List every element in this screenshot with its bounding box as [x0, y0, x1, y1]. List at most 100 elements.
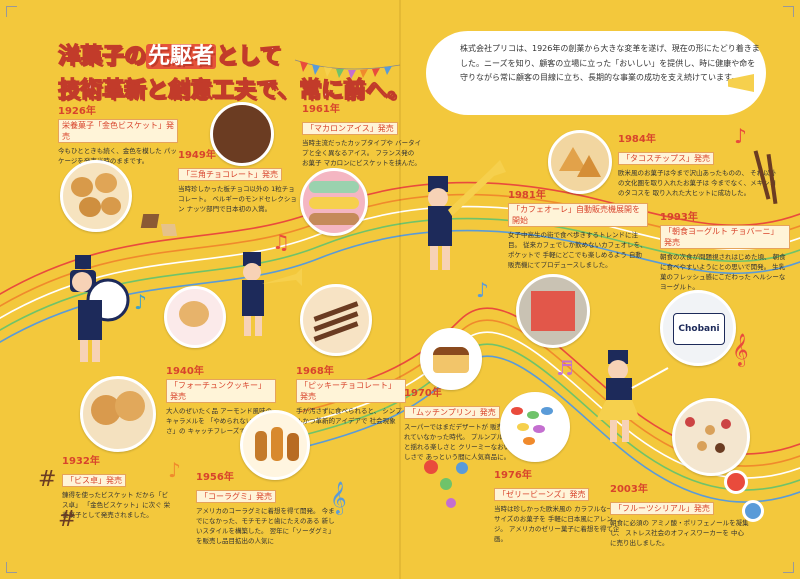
event-tag: 「ビス卓」発売	[62, 474, 126, 487]
event-desc: 女子中高生の街で食べ歩きするトレンドに注目。 従来カフェでしか飲めないカフェオレ…	[508, 231, 647, 269]
event-tag: 「朝食ヨーグルト チョバーニ」発売	[660, 225, 790, 249]
cereal-photo	[672, 398, 750, 476]
event-desc: 手が汚さずに食べられると、 シンプルかつ革新的アイデアで 社会現象に。	[296, 407, 402, 435]
staff-line	[0, 217, 800, 332]
title-part: として	[215, 43, 282, 69]
jellybean-photo	[500, 392, 570, 462]
candy-icon	[424, 460, 438, 474]
pudding-photo	[420, 328, 482, 390]
event-1956: 1956年 「コーラグミ」発売 アメリカのコーラグミに着想を得て開発。 今までに…	[196, 472, 336, 546]
cookie-photo	[164, 286, 226, 348]
event-tag: 「ゼリービーンズ」発売	[494, 488, 590, 501]
music-note-icon: ♪	[476, 278, 489, 302]
macaron-photo	[300, 168, 368, 236]
bisutaku-photo	[80, 376, 156, 452]
intro-cloud	[428, 33, 764, 113]
crop-mark	[783, 562, 794, 573]
chocolate-piece-icon	[140, 214, 160, 228]
event-desc: スーパーではまだデザートが 販売されていなかった時代。 プルンプルンと揺れる楽し…	[404, 423, 511, 461]
event-1968: 1968年 「ピッキーチョコレート」発売 手が汚さずに食べられると、 シンプルか…	[296, 366, 406, 436]
event-tag: 「三角チョコレート」発売	[178, 168, 282, 181]
event-1970: 1970年 「ムッチンプリン」発売 スーパーではまだデザートが 販売されていなか…	[404, 388, 514, 462]
event-tag: 「コーラグミ」発売	[196, 490, 276, 503]
event-tag: 「フォーチュンクッキー」発売	[166, 379, 276, 403]
event-1961: 1961年 「マカロンアイス」発売 当時主流だったカップタイプや バータイプと全…	[302, 104, 422, 168]
event-desc: 当時は珍しかった欧米風の カラフルな一口サイズのお菓子を 手軽に日本風にアレンジ…	[494, 505, 620, 543]
event-tag: 栄養菓子「金色ビスケット」発売	[58, 119, 178, 143]
bunting-flags	[294, 59, 401, 79]
event-desc: 朝食の次食が問題視されはじめた頃、 朝食に食べやすいようにとの思いで開発。 生乳…	[660, 253, 786, 291]
yogurt-label: Chobani	[673, 313, 725, 345]
event-desc: 当時珍しかった板チョコ以外の 1粒チョコレート。 ベルギーのモンドセレクション …	[178, 185, 297, 213]
candy-icon	[446, 498, 456, 508]
megaphone-icon	[728, 74, 754, 92]
event-year: 1976年	[494, 470, 532, 481]
candy-icon	[456, 462, 468, 474]
page-title: 洋菓子の先駆者として 技術革新と創意工夫で、常に前へ。	[57, 38, 410, 104]
event-year: 1961年	[302, 104, 340, 115]
biscuit-photo	[60, 160, 132, 232]
music-note-icon: ♪	[168, 458, 181, 482]
event-tag: 「フルーツシリアル」発売	[610, 502, 714, 515]
staff-line	[0, 181, 800, 296]
event-tag: 「タコスチップス」発売	[618, 152, 714, 165]
event-desc: 錬得を使ったビスケット だから「ビス卓」 「金色ビスケット」に次ぐ 栄養菓子とし…	[62, 491, 171, 519]
event-desc: 朝食に必須の アミノ酸・ポリフェノールを凝集し、 ストレス社会のオフィスワーカー…	[610, 519, 749, 547]
event-tag: 「ピッキーチョコレート」発売	[296, 379, 406, 403]
event-desc: 当時主流だったカップタイプや バータイプと全く異なるアイス。 フランス発の お菓…	[302, 139, 422, 167]
music-note-icon: ♬	[556, 356, 574, 380]
music-note-icon: ♫	[272, 230, 290, 254]
event-desc: 今もひとときも続く、金色を模した パッケージを発売当時のままです。	[58, 147, 177, 165]
title-line-2: 技術革新と創意工夫で、常に前へ。	[57, 77, 410, 103]
event-1976: 1976年 「ゼリービーンズ」発売 当時は珍しかった欧米風の カラフルな一口サイ…	[494, 470, 624, 544]
crop-mark	[6, 6, 17, 17]
event-desc: アメリカのコーラグミに着想を得て開発。 今までになかった、モチモチと歯にたえのあ…	[196, 507, 335, 545]
lollipop-icon	[724, 470, 748, 494]
event-tag: 「ムッチンプリン」発売	[404, 406, 500, 419]
intro-text: 株式会社プリコは、1926年の創業から大きな変革を遂げ、現在の形にたどり着きまし…	[460, 44, 760, 82]
trumpet-figure	[242, 252, 302, 336]
event-year: 1970年	[404, 388, 442, 399]
cola-gummy-photo	[240, 410, 310, 480]
waffle-icon: #	[38, 467, 57, 492]
conductor-figure	[596, 350, 669, 442]
event-year: 1993年	[660, 212, 698, 223]
chocolate-photo	[210, 102, 274, 166]
pocky-photo	[300, 284, 372, 356]
event-year: 1940年	[166, 366, 204, 377]
crop-mark	[783, 6, 794, 17]
event-1949: 1949年 「三角チョコレート」発売 当時珍しかった板チョコ以外の 1粒チョコレ…	[178, 150, 298, 214]
taco-chips-photo	[548, 130, 612, 194]
yogurt-photo: Chobani	[660, 290, 736, 366]
treble-clef-icon: 𝄞	[330, 481, 347, 514]
event-2003: 2003年 「フルーツシリアル」発売 朝食に必須の アミノ酸・ポリフェノールを凝…	[610, 484, 750, 548]
treble-clef-icon: 𝄞	[732, 333, 749, 366]
music-note-icon: ♪	[734, 124, 747, 148]
waffle-icon: #	[58, 507, 77, 532]
event-tag: 「カフェオーレ」自動販売機展開を開始	[508, 203, 648, 227]
event-1926: 1926年 栄養菓子「金色ビスケット」発売 今もひとときも続く、金色を模した パ…	[58, 106, 178, 166]
event-year: 1932年	[62, 456, 100, 467]
event-desc: 大人のぜいたく品 アーモンド風味のキャラメルを 「やめられないおいしさ」の キャ…	[166, 407, 273, 435]
drummer-figure	[70, 255, 130, 362]
event-1984: 1984年 「タコスチップス」発売 欧米風のお菓子は今まで沢山あったものの、 そ…	[618, 134, 778, 198]
title-part: 洋菓子の	[57, 43, 147, 69]
event-year: 1956年	[196, 472, 234, 483]
event-year: 1984年	[618, 134, 656, 145]
vending-photo	[516, 274, 590, 348]
staff-line	[299, 355, 800, 503]
event-year: 1926年	[58, 106, 96, 117]
event-year: 2003年	[610, 484, 648, 495]
event-1932: 1932年 「ビス卓」発売 錬得を使ったビスケット だから「ビス卓」 「金色ビス…	[62, 456, 172, 520]
event-tag: 「マカロンアイス」発売	[302, 122, 398, 135]
event-1993: 1993年 「朝食ヨーグルト チョバーニ」発売 朝食の次食が問題視されはじめた頃…	[660, 212, 790, 292]
staff-line	[0, 229, 800, 344]
candy-icon	[440, 478, 452, 490]
lollipop-icon	[742, 500, 764, 522]
trombone-figure	[428, 160, 506, 270]
crop-mark	[6, 562, 17, 573]
event-desc: 欧米風のお菓子は今まで沢山あったものの、 それ以外の文化圏を取り入れたお菓子は …	[618, 169, 777, 197]
title-highlight: 先駆者	[146, 44, 217, 69]
